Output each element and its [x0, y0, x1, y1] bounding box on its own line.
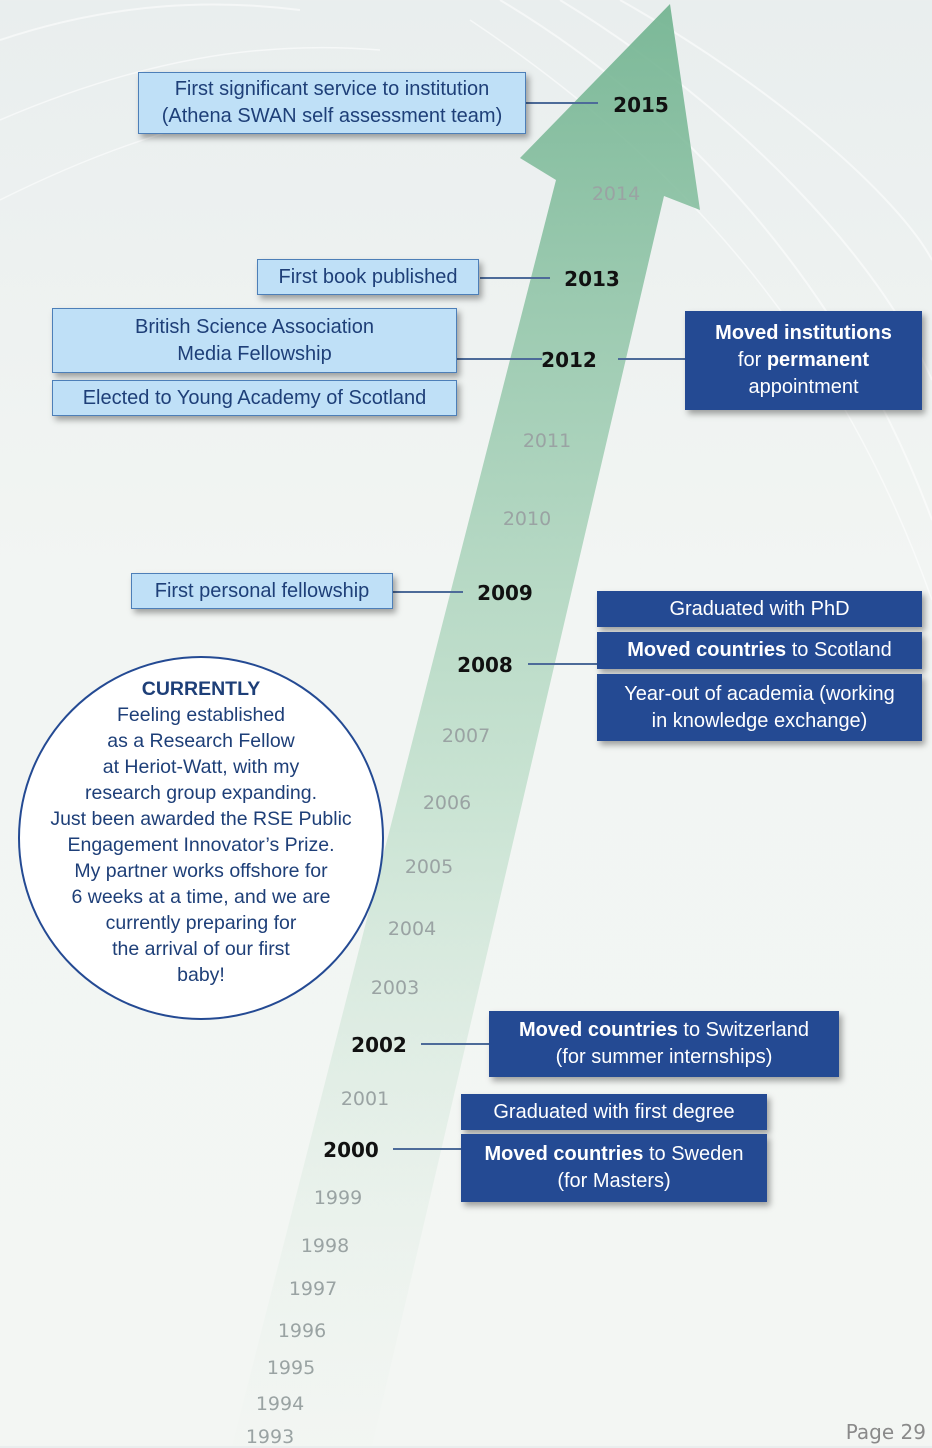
currently-line: at Heriot-Watt, with my [102, 756, 300, 778]
event-first-service-line1: First significant service to institution [174, 78, 490, 100]
connector-2002 [421, 1043, 489, 1045]
year-1996: 1996 [277, 1320, 327, 1342]
event-moved-switzerland: Moved countries to Switzerland (for summ… [489, 1011, 839, 1077]
moved-sweden-bold: Moved countries [484, 1143, 644, 1165]
moved-institutions-bold: Moved institutions [715, 322, 892, 344]
graduated-phd-label: Graduated with PhD [669, 597, 850, 620]
year-2015: 2015 [613, 93, 669, 117]
moved-institutions-permanent: permanent [766, 349, 870, 371]
year-2008: 2008 [457, 653, 513, 677]
currently-line: My partner works offshore for [74, 860, 328, 882]
year-2010: 2010 [502, 508, 552, 530]
currently-line: currently preparing for [105, 912, 297, 934]
year-out-line1: Year-out of academia (working [624, 682, 895, 705]
event-moved-scotland: Moved countries to Scotland [597, 632, 922, 669]
year-2002: 2002 [351, 1033, 407, 1057]
event-moved-institutions: Moved institutions for permanent appoint… [685, 311, 922, 410]
currently-line: Feeling established [116, 704, 286, 726]
currently-line: Just been awarded the RSE Public [50, 808, 352, 830]
event-year-out: Year-out of academia (working in knowled… [597, 674, 922, 741]
year-2000: 2000 [323, 1138, 379, 1162]
event-first-fellowship-label: First personal fellowship [154, 579, 370, 602]
page-number: Page 29 [845, 1420, 926, 1444]
currently-line: baby! [177, 964, 225, 986]
event-first-book: First book published [257, 259, 479, 295]
event-first-fellowship: First personal fellowship [131, 573, 393, 609]
event-first-service: First significant service to institution… [138, 72, 526, 134]
year-1995: 1995 [266, 1357, 316, 1379]
event-young-academy-label: Elected to Young Academy of Scotland [82, 386, 427, 409]
moved-scotland-tail: to Scotland [791, 639, 892, 661]
moved-institutions-for: for [737, 349, 762, 371]
year-2001: 2001 [340, 1088, 390, 1110]
moved-sweden-tail: to Sweden [648, 1143, 744, 1165]
year-2009: 2009 [477, 581, 533, 605]
event-moved-sweden: Moved countries to Sweden (for Masters) [461, 1134, 767, 1202]
event-bsa-line1: British Science Association [134, 315, 374, 338]
moved-sweden-line2: (for Masters) [557, 1170, 671, 1192]
year-1997: 1997 [288, 1278, 338, 1300]
year-2013: 2013 [564, 267, 620, 291]
connector-2000 [393, 1148, 461, 1150]
currently-line: Engagement Innovator’s Prize. [67, 834, 335, 856]
event-bsa-line2: Media Fellowship [177, 342, 332, 365]
event-young-academy: Elected to Young Academy of Scotland [52, 380, 457, 416]
connector-2012-left [456, 358, 542, 360]
event-first-book-label: First book published [278, 265, 458, 288]
year-2011: 2011 [522, 430, 572, 452]
connector-2012-right [618, 358, 686, 360]
currently-circle: CURRENTLY Feeling established as a Resea… [18, 656, 384, 1020]
moved-institutions-tail: appointment [748, 376, 859, 398]
connector-2013 [480, 277, 550, 279]
currently-title: CURRENTLY [141, 678, 261, 700]
connector-2008 [528, 663, 598, 665]
year-2004: 2004 [387, 918, 437, 940]
moved-switzerland-bold: Moved countries [518, 1019, 678, 1041]
event-bsa-fellowship: British Science Association Media Fellow… [52, 308, 457, 373]
year-1998: 1998 [300, 1235, 350, 1257]
year-2012: 2012 [541, 348, 597, 372]
currently-line: 6 weeks at a time, and we are [71, 886, 331, 908]
moved-scotland-bold: Moved countries [627, 639, 787, 661]
event-graduated-phd: Graduated with PhD [597, 591, 922, 627]
currently-line: the arrival of our first [112, 938, 290, 960]
moved-switzerland-line2: (for summer internships) [555, 1046, 773, 1068]
connector-2015 [524, 102, 598, 104]
moved-switzerland-tail: to Switzerland [683, 1019, 810, 1041]
year-out-line2: in knowledge exchange) [651, 709, 868, 732]
year-2006: 2006 [422, 792, 472, 814]
first-degree-label: Graduated with first degree [493, 1100, 735, 1123]
currently-line: as a Research Fellow [107, 730, 295, 752]
year-2014: 2014 [591, 183, 641, 205]
year-1993: 1993 [245, 1426, 295, 1448]
connector-2009 [393, 591, 463, 593]
year-1994: 1994 [255, 1393, 305, 1415]
year-2007: 2007 [441, 725, 491, 747]
event-first-degree: Graduated with first degree [461, 1094, 767, 1130]
year-2003: 2003 [370, 977, 420, 999]
event-first-service-line2: (Athena SWAN self assessment team) [161, 105, 503, 127]
timeline-arrow-body [232, 4, 700, 1446]
year-2005: 2005 [404, 856, 454, 878]
currently-line: research group expanding. [85, 782, 317, 804]
year-1999: 1999 [313, 1187, 363, 1209]
